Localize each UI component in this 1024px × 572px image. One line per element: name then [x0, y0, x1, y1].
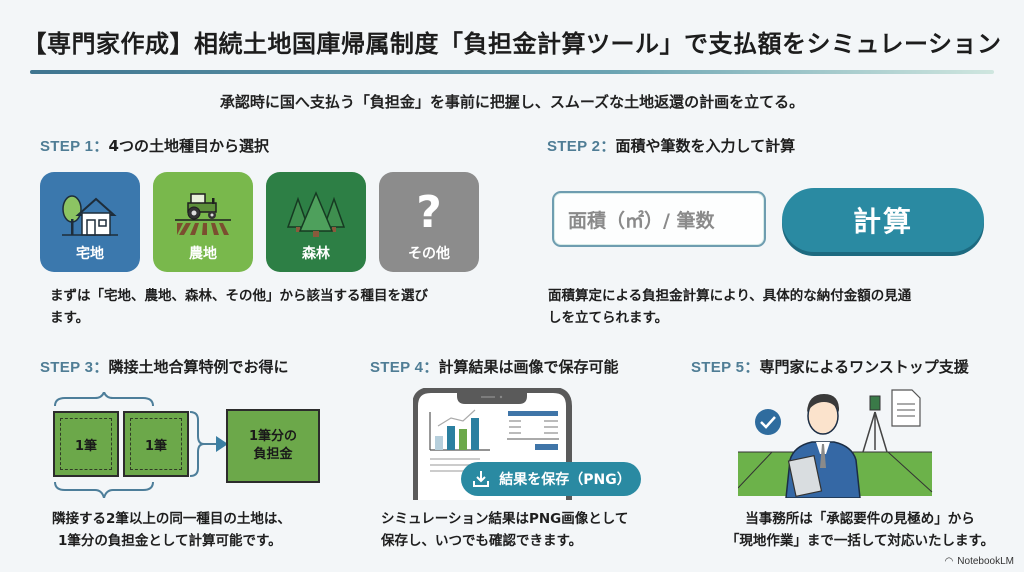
title-divider: [30, 70, 994, 74]
step3-label: STEP 3: [40, 359, 94, 376]
step2-title: 面積や筆数を入力して計算: [615, 137, 796, 155]
page-title: 【専門家作成】相続土地国庫帰属制度「負担金計算ツール」で支払額をシミュレーション: [22, 30, 1002, 58]
calculate-button[interactable]: 計算: [782, 188, 984, 252]
notebooklm-brand: ◠ NotebookLM: [944, 556, 1014, 567]
page-subtitle: 承認時に国へ支払う「負担金」を事前に把握し、スムーズな土地返還の計画を立てる。: [219, 93, 805, 111]
step4-description: シミュレーション結果はPNG画像として 保存し、いつでも確認できます。: [381, 511, 629, 549]
expert-illustration: [738, 389, 933, 498]
trees-icon: [286, 191, 346, 237]
step3-heading: STEP 3：隣接土地合算特例でお得に: [40, 358, 289, 376]
step4-label: STEP 4: [370, 359, 424, 376]
area-parcel-input[interactable]: 面積（㎡）/ 筆数: [552, 191, 766, 247]
tile-label: 農地: [189, 246, 217, 262]
step3-title: 隣接土地合算特例でお得に: [108, 358, 289, 376]
question-icon: ?: [416, 187, 442, 238]
step4-heading: STEP 4：計算結果は画像で保存可能: [370, 358, 619, 376]
arrow-right-icon: [216, 436, 228, 452]
step5-label: STEP 5: [691, 359, 745, 376]
land-type-residential[interactable]: 宅地: [40, 172, 140, 272]
land-type-forest[interactable]: 森林: [266, 172, 366, 272]
step4-title: 計算結果は画像で保存可能: [438, 358, 619, 376]
step5-heading: STEP 5：専門家によるワンストップ支援: [691, 358, 969, 376]
step1-title: 4つの土地種目から選択: [108, 137, 269, 155]
parcel-2: 1筆: [123, 411, 189, 477]
tile-label: 宅地: [76, 246, 104, 262]
tractor-icon: [175, 193, 231, 235]
step2-label: STEP 2: [547, 138, 601, 155]
step2-description: 面積算定による負担金計算により、具体的な納付金額の見通 しを立てられます。: [548, 288, 912, 326]
step1-label: STEP 1: [40, 138, 94, 155]
step2-heading: STEP 2：面積や筆数を入力して計算: [547, 137, 796, 155]
download-icon: [473, 471, 490, 487]
house-icon: [62, 195, 118, 236]
document-icon: [891, 389, 921, 427]
land-type-other[interactable]: ? その他: [379, 172, 479, 272]
tile-label: その他: [408, 246, 450, 262]
notebooklm-logo-icon: ◠: [944, 556, 954, 567]
step5-title: 専門家によるワンストップ支援: [759, 358, 969, 376]
smartphone-illustration: [413, 388, 572, 500]
check-icon: [755, 409, 781, 435]
step5-description: 当事務所は「承認要件の見極め」から 「現地作業」まで一括して対応いたします。: [725, 511, 995, 549]
parcel-1: 1筆: [53, 411, 119, 477]
step1-description: まずは「宅地、農地、森林、その他」から該当する種目を選び ます。: [50, 288, 428, 326]
save-png-button[interactable]: 結果を保存（PNG）: [461, 462, 641, 496]
step1-heading: STEP 1：4つの土地種目から選択: [40, 137, 269, 155]
step3-description: 隣接する2筆以上の同一種目の土地は、 1筆分の負担金として計算可能です。: [52, 511, 291, 549]
tile-label: 森林: [302, 246, 330, 262]
adjacent-brace-diagram: [54, 392, 228, 498]
combined-charge-box: 1筆分の 負担金: [226, 409, 320, 483]
land-type-farmland[interactable]: 農地: [153, 172, 253, 272]
